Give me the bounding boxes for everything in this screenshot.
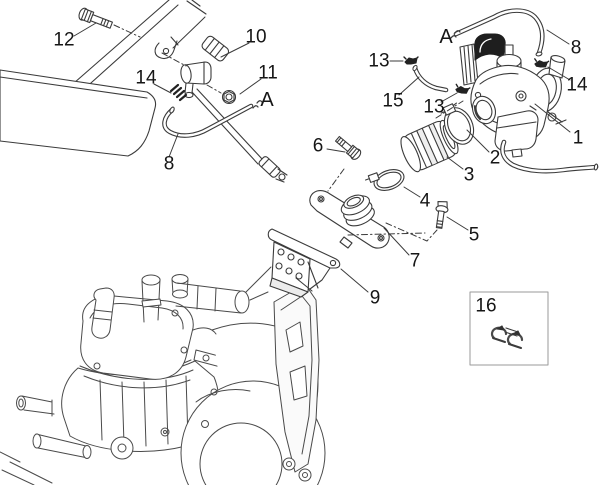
clip-14-right-drawing xyxy=(534,58,550,68)
bolt-12-drawing xyxy=(78,7,113,29)
inset-box-16 xyxy=(469,291,549,366)
callout-10: 10 xyxy=(245,26,267,48)
frame-rail-drawing xyxy=(73,0,207,92)
bolt-6-drawing xyxy=(334,135,362,160)
assembly-centerlines xyxy=(113,24,464,242)
nut-11-drawing xyxy=(221,89,237,105)
callout-5: 5 xyxy=(468,224,480,246)
callout-3: 3 xyxy=(463,164,475,186)
hose-15-drawing xyxy=(412,64,449,93)
callout-8-right: 8 xyxy=(570,37,582,59)
fairing-panel-drawing xyxy=(0,69,157,157)
callout-9: 9 xyxy=(369,287,381,309)
callout-13-top: 13 xyxy=(368,50,390,72)
callout-1: 1 xyxy=(572,127,584,149)
callout-8-left: 8 xyxy=(163,153,175,175)
leader-lines xyxy=(73,22,571,293)
marker-a-right: A xyxy=(439,26,453,48)
carburetor-drawing xyxy=(459,33,599,174)
hose-8-right-drawing xyxy=(450,8,545,57)
bolt-5-drawing xyxy=(435,201,449,229)
callout-14-right: 14 xyxy=(566,74,588,96)
marker-a-left: A xyxy=(260,89,274,111)
clip-13-mid-drawing xyxy=(455,83,471,94)
callout-12: 12 xyxy=(53,29,75,51)
fuel-line-drawing xyxy=(191,88,288,183)
fuel-tap-drawing xyxy=(180,35,230,99)
callout-15: 15 xyxy=(382,90,404,112)
clip-13-top-drawing xyxy=(403,56,419,65)
callout-6: 6 xyxy=(312,135,324,157)
manifold-7-drawing xyxy=(309,190,390,249)
clamp-4-drawing xyxy=(365,169,405,191)
sleeve-3-drawing xyxy=(400,119,459,173)
clip-pair-drawing xyxy=(490,325,524,349)
engine-drawing xyxy=(0,266,326,485)
callout-16: 16 xyxy=(475,295,497,317)
callout-4: 4 xyxy=(419,190,431,212)
callout-14-left: 14 xyxy=(135,67,157,89)
callout-7: 7 xyxy=(409,250,421,272)
reed-valve-9-drawing xyxy=(267,228,341,298)
callout-2: 2 xyxy=(489,147,501,169)
callout-13-mid: 13 xyxy=(423,96,445,118)
spring-clip-14-left-drawing xyxy=(169,83,188,102)
hose-8-left-drawing xyxy=(162,100,263,138)
callout-11: 11 xyxy=(258,62,278,84)
